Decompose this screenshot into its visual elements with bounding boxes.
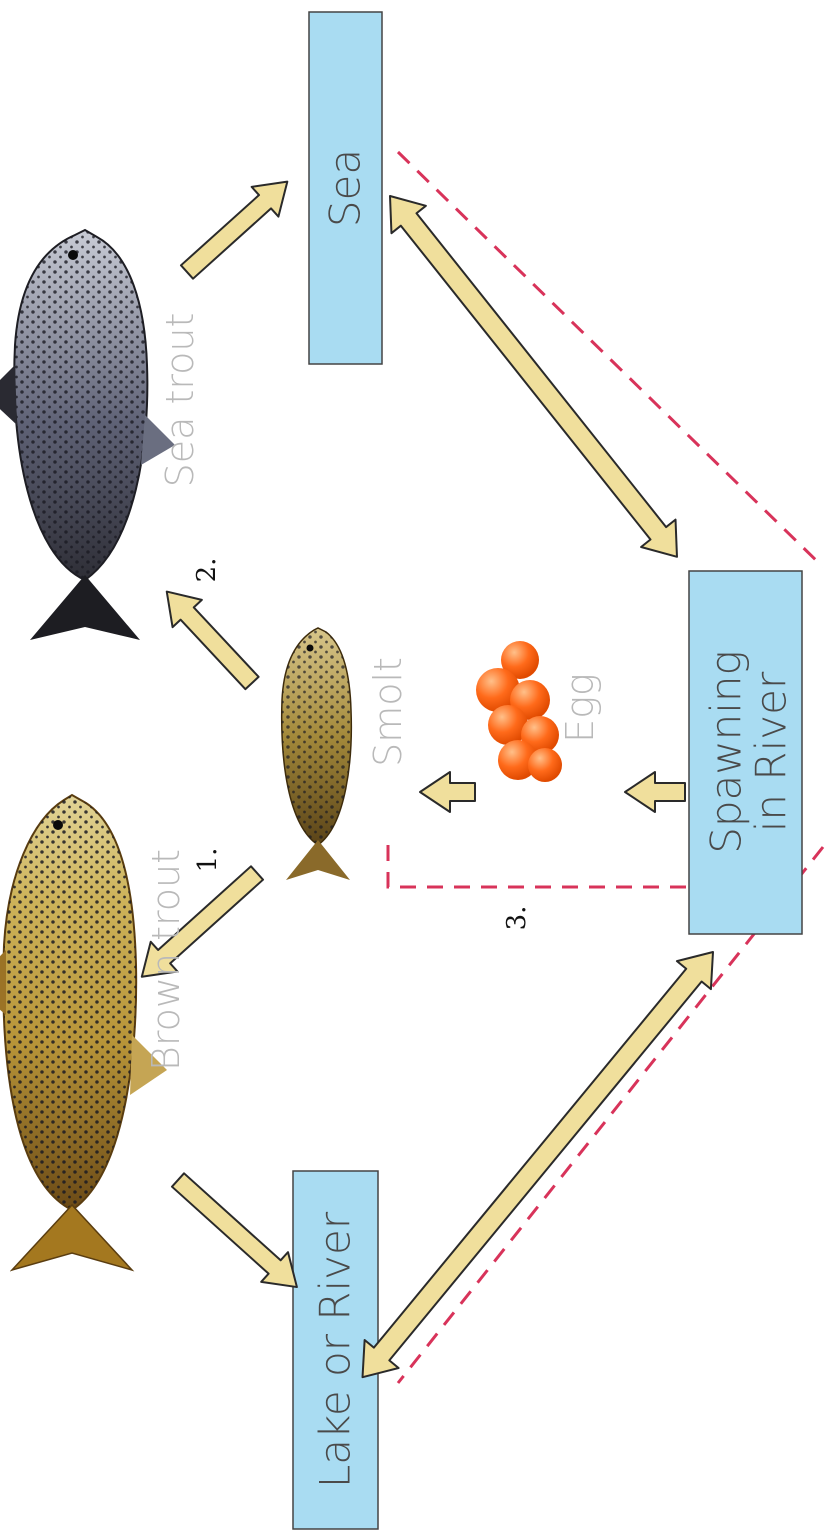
arrow-spawning-lake-bidirectional — [346, 938, 730, 1391]
arrow-egg-to-smolt — [420, 772, 475, 812]
sea-box: Sea — [309, 12, 382, 364]
spawning-box-label-line1: Spawning — [702, 650, 751, 854]
dashed-line-spawning-to-smolt — [388, 842, 686, 887]
egg-label: Egg — [558, 673, 602, 743]
brown-trout-label: Brown trout — [144, 849, 188, 1071]
step-number-1: 1. — [193, 848, 223, 873]
sea-trout-illustration — [0, 230, 175, 640]
smolt-label: Smolt — [366, 657, 410, 767]
lake-box-label: Lake or River — [311, 1211, 360, 1488]
arrow-seatrout-to-sea — [174, 167, 301, 287]
smolt-illustration — [282, 628, 352, 880]
step-number-2: 2. — [192, 558, 222, 583]
brown-trout-illustration — [0, 795, 167, 1270]
egg-cluster-illustration — [476, 641, 562, 782]
spawning-box: Spawning in River — [689, 571, 802, 934]
arrow-sea-spawning-bidirectional — [373, 182, 694, 570]
arrow-spawning-to-egg — [625, 772, 685, 812]
step-number-3: 3. — [502, 906, 532, 931]
dashed-line-sea-to-right — [398, 152, 823, 567]
sea-trout-label: Sea trout — [158, 313, 202, 488]
arrow-browntrout-to-lake — [165, 1165, 311, 1302]
arrow-smolt-to-seatrout — [152, 578, 267, 697]
sea-box-label: Sea — [321, 149, 370, 227]
spawning-box-label-line2: in River — [747, 671, 796, 832]
